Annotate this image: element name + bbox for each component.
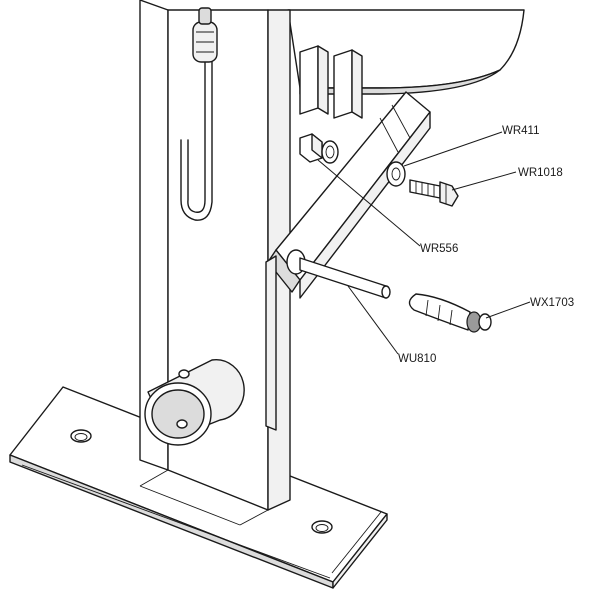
label-wr411: WR411 — [502, 125, 540, 137]
support-blocks — [299, 45, 363, 119]
bolt-wr1018 — [409, 179, 459, 207]
washer-wr411 — [386, 161, 406, 187]
label-wr556: WR556 — [420, 243, 458, 255]
tube-collar — [144, 358, 245, 446]
part-labels: WR411 WR1018 WR556 WX1703 WU810 — [398, 125, 574, 365]
pop-pin-handle — [180, 7, 218, 221]
label-wu810: WU810 — [398, 353, 436, 365]
leader-lines — [317, 131, 531, 355]
base-plate — [9, 386, 388, 589]
label-wr1018: WR1018 — [518, 167, 563, 179]
pin-wu810 — [286, 249, 391, 299]
nut-wr556 — [299, 133, 339, 164]
adjustment-arm — [265, 91, 431, 431]
label-wx1703: WX1703 — [530, 297, 574, 309]
knob-wx1703 — [408, 293, 492, 333]
